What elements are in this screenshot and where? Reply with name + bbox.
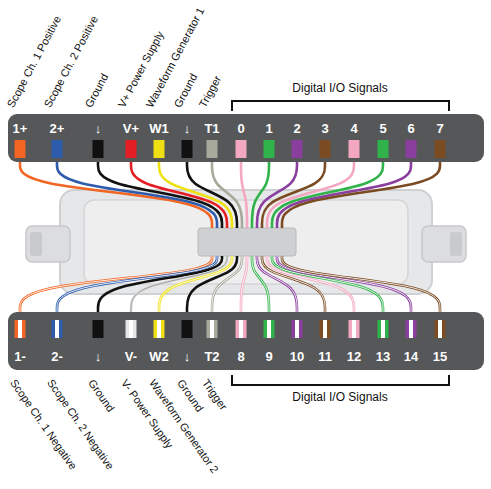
pin-name: 12 — [347, 350, 361, 363]
connector-bar: 1- 2- ↓ V- W2 ↓ T2 8 9 10 11 12 13 14 15 — [8, 312, 484, 370]
wire-color-swatch — [236, 140, 247, 158]
pin-name: ↓ — [95, 350, 102, 363]
wire — [212, 162, 242, 228]
wire-color-swatch — [126, 320, 137, 338]
wire-color-swatch — [378, 320, 389, 338]
connector-bar: 1+ 2+ ↓ V+ W1 ↓ T1 0 1 2 3 4 5 6 7 — [8, 114, 484, 162]
pin-name: 1+ — [13, 122, 28, 135]
wire-color-swatch — [207, 320, 218, 338]
wire-color-swatch — [15, 140, 26, 158]
wire-color-swatch — [320, 320, 331, 338]
wire-color-swatch — [320, 140, 331, 158]
pin-name: 9 — [265, 350, 272, 363]
wire-color-swatch — [182, 140, 193, 158]
wire-stripe — [252, 256, 269, 312]
wire-color-swatch — [154, 140, 165, 158]
wire-color-swatch — [349, 320, 360, 338]
signal-name: Ground — [83, 71, 112, 110]
pin-name: 15 — [433, 350, 447, 363]
wire-color-swatch — [52, 140, 63, 158]
pin-name: 2 — [293, 122, 300, 135]
pin-name: ↓ — [184, 350, 191, 363]
wire-color-swatch — [15, 320, 26, 338]
pin-name: 0 — [237, 122, 244, 135]
wire-color-swatch — [52, 320, 63, 338]
wire-color-swatch — [182, 320, 193, 338]
wire-stripe — [262, 256, 325, 312]
pin-name: V+ — [123, 122, 139, 135]
wire — [212, 256, 242, 312]
wire-color-swatch — [349, 140, 360, 158]
pin-name: 1 — [265, 122, 272, 135]
wire-stripe — [241, 256, 247, 312]
pin-name: 8 — [237, 350, 244, 363]
wire — [282, 162, 440, 228]
pin-name: ↓ — [95, 122, 102, 135]
wire-color-swatch — [236, 320, 247, 338]
wire-color-swatch — [292, 140, 303, 158]
wire-color-swatch — [292, 320, 303, 338]
pin-name: 5 — [379, 122, 386, 135]
wire-stripe — [282, 256, 440, 312]
pin-name: 2- — [51, 350, 63, 363]
wire-stripe — [212, 256, 242, 312]
pin-name: T2 — [204, 350, 219, 363]
wire — [241, 256, 247, 312]
wire-color-swatch — [264, 320, 275, 338]
wire — [241, 162, 247, 228]
signal-name: Ground — [85, 377, 117, 415]
wire — [282, 256, 440, 312]
pin-name: 4 — [350, 122, 357, 135]
pin-name: V- — [125, 350, 137, 363]
pin-name: W2 — [149, 350, 169, 363]
wire-color-swatch — [378, 140, 389, 158]
wire-color-swatch — [93, 140, 104, 158]
wire-color-swatch — [435, 320, 446, 338]
pin-name: 13 — [376, 350, 390, 363]
signal-name: Ground — [172, 71, 201, 110]
wire-color-swatch — [406, 320, 417, 338]
wire-color-swatch — [207, 140, 218, 158]
pin-name: 11 — [318, 350, 332, 363]
pin-name: 10 — [290, 350, 304, 363]
pin-name: 1- — [14, 350, 26, 363]
wire-color-swatch — [406, 140, 417, 158]
bracket — [232, 375, 449, 385]
wire-color-swatch — [154, 320, 165, 338]
wire-color-swatch — [435, 140, 446, 158]
pin-name: T1 — [204, 122, 219, 135]
pin-name: 14 — [404, 350, 418, 363]
pin-name: ↓ — [184, 122, 191, 135]
group-label: Digital I/O Signals — [292, 391, 387, 404]
pin-name: 6 — [407, 122, 414, 135]
wire — [252, 256, 269, 312]
wire-color-swatch — [126, 140, 137, 158]
pin-name: W1 — [149, 122, 169, 135]
signal-name: Scope Ch. 1 Negative — [7, 377, 79, 472]
pin-name: 3 — [321, 122, 328, 135]
signal-name: Trigger — [197, 73, 225, 110]
group-label: Digital I/O Signals — [292, 82, 387, 95]
wire-color-swatch — [264, 140, 275, 158]
wire-bundle — [20, 162, 440, 312]
pin-name: 7 — [436, 122, 443, 135]
wire — [159, 162, 232, 228]
pin-name: 2+ — [50, 122, 65, 135]
bracket — [232, 101, 449, 111]
wire-color-swatch — [93, 320, 104, 338]
wire — [262, 256, 325, 312]
